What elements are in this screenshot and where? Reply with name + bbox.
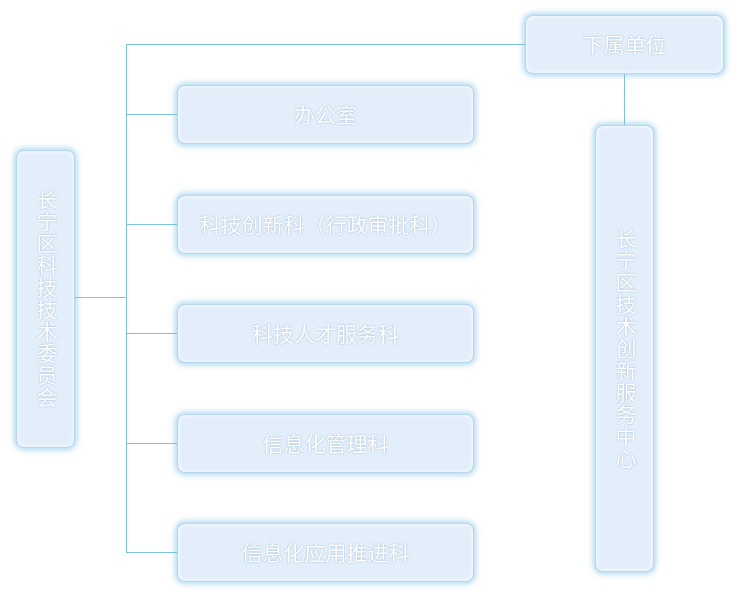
branch-connector-5: [126, 552, 178, 553]
branch-connector-4: [126, 443, 178, 444]
root-stub-connector: [75, 297, 127, 298]
department-node-innovation: 科技创新科（行政审批科）: [177, 195, 474, 254]
department-label: 信息化应用推进科: [241, 541, 410, 566]
department-label: 科技创新科（行政审批科）: [199, 213, 452, 238]
department-label: 办公室: [294, 103, 357, 128]
department-node-talent: 科技人才服务科: [177, 304, 474, 363]
department-node-info-management: 信息化管理科: [177, 414, 474, 473]
trunk-connector: [126, 44, 127, 553]
department-label: 科技人才服务科: [252, 322, 399, 347]
innovation-service-center-label: 长宁区技术创新服务中心: [613, 227, 637, 470]
subordinate-units-label: 下属单位: [582, 33, 667, 58]
innovation-service-center-node: 长宁区技术创新服务中心: [595, 125, 654, 572]
top-branch-connector: [126, 44, 526, 45]
branch-connector-2: [126, 224, 178, 225]
subordinate-units-node: 下属单位: [525, 15, 724, 74]
root-node-label: 长宁区科技技术委员会: [34, 189, 58, 409]
branch-connector-1: [126, 114, 178, 115]
subordinate-to-center-connector: [624, 74, 625, 125]
department-label: 信息化管理科: [262, 432, 389, 457]
root-node: 长宁区科技技术委员会: [16, 150, 75, 448]
branch-connector-3: [126, 333, 178, 334]
department-node-office: 办公室: [177, 85, 474, 144]
department-node-info-application: 信息化应用推进科: [177, 523, 474, 582]
